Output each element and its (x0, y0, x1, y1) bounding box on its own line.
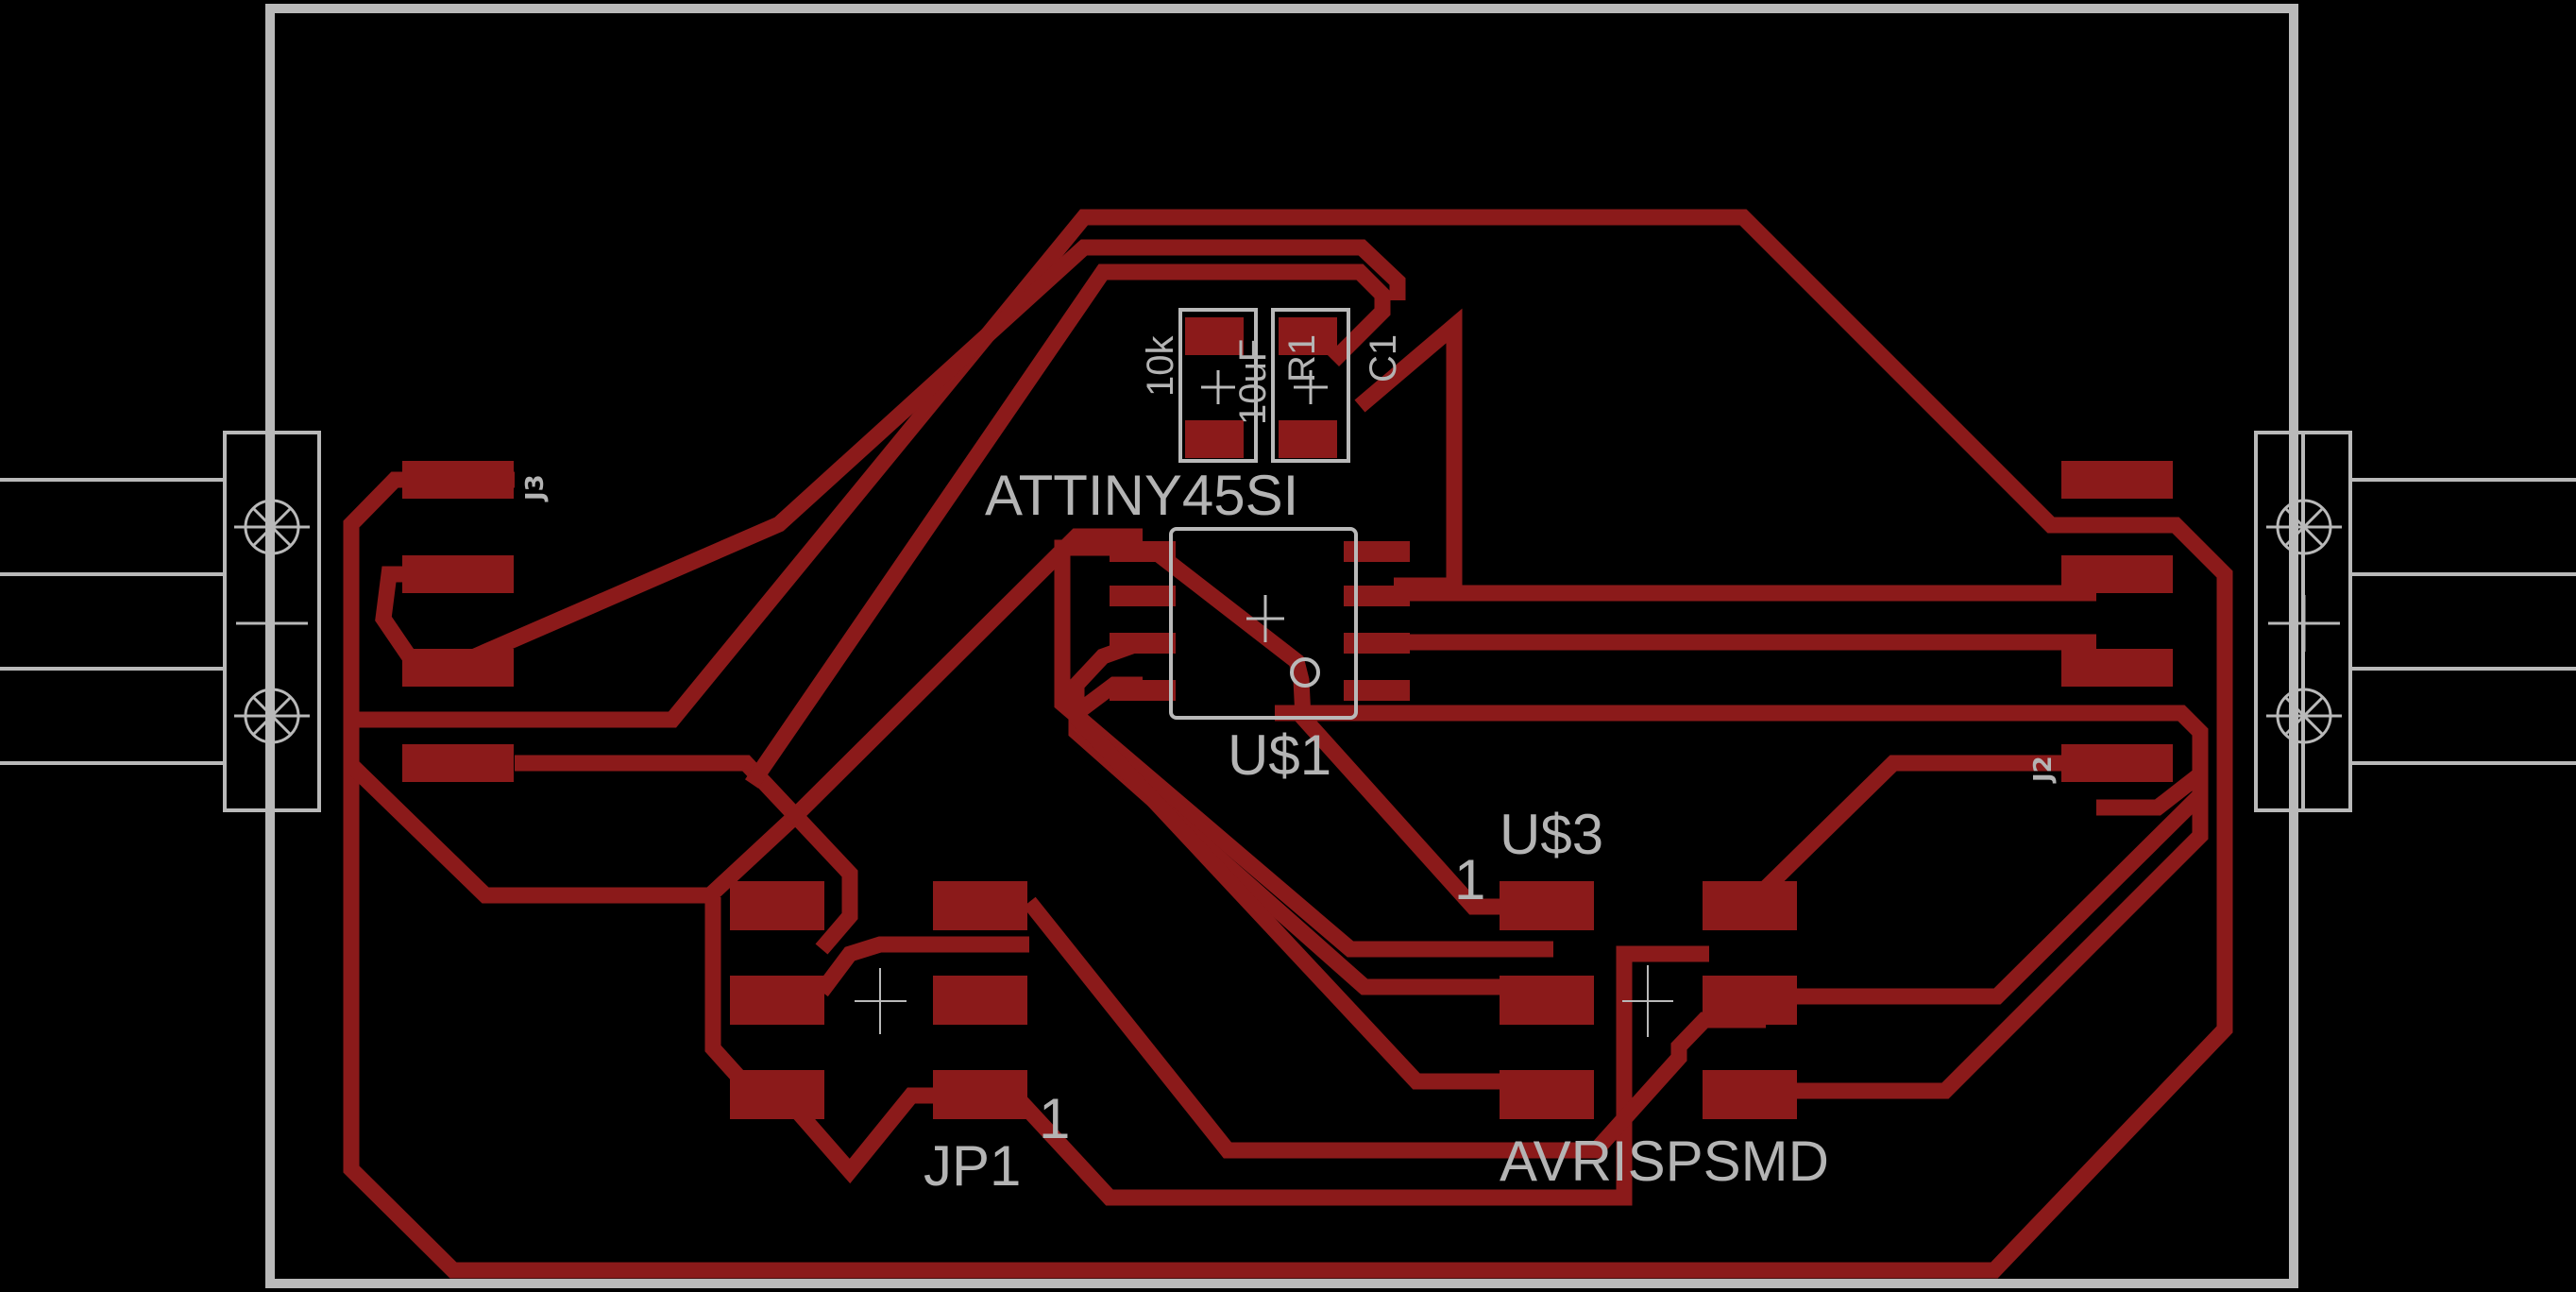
trace-j3-pad4 (515, 755, 858, 955)
trace-u1-inner-diag (1144, 541, 1553, 915)
u1-body (1169, 527, 1358, 720)
trace-u3-pad4 (1747, 789, 2206, 1005)
c1-pad-top (1279, 317, 1337, 355)
trace-j3-pad1 (343, 471, 1143, 904)
u3-name-label: U$3 (1500, 803, 1603, 866)
j3-pad-4 (402, 744, 514, 782)
trace-c1-right (1354, 308, 1463, 594)
u3-pad-6 (1703, 1070, 1797, 1119)
u1-pin-6 (1344, 633, 1410, 654)
copper-traces (343, 209, 2233, 1279)
u3-pad-4 (1703, 976, 1797, 1025)
u3-pad-5 (1500, 1070, 1594, 1119)
silkscreen (0, 4, 2576, 1288)
jp1-pad-1 (730, 881, 824, 930)
trace-j3-pad2 (375, 239, 1406, 674)
j2-pad-4 (2061, 744, 2173, 782)
u1-pin-1 (1110, 541, 1176, 562)
jp1-pad-3 (730, 976, 824, 1025)
jp1-pad-5 (730, 1070, 824, 1119)
j3-pad-1 (402, 461, 514, 499)
r1-name-label: R1 (1281, 334, 1323, 382)
j3-pad-2 (402, 555, 514, 593)
u1-pin-4 (1110, 680, 1176, 701)
trace-jp1-left (815, 936, 1029, 997)
jp1-pad-4 (933, 976, 1027, 1025)
right-hole-top (2266, 499, 2342, 555)
j2-pad-2 (2061, 555, 2173, 593)
u1-pin-3 (1110, 633, 1176, 654)
trace-u1-pin1 (1054, 539, 1553, 958)
j2-name-label: J2 (2029, 756, 2058, 784)
u1-name-label: U$1 (1228, 723, 1331, 787)
r1-pad-bottom (1185, 420, 1244, 458)
c1-outline (1271, 308, 1350, 463)
trace-u1-pin7-j2 (1275, 705, 2209, 816)
j3-name-label: J3 (521, 474, 550, 502)
jp1-pin1-label: 1 (1039, 1087, 1070, 1150)
u1-pin-5 (1344, 680, 1410, 701)
j2-pad-3 (2061, 649, 2173, 687)
c1-name-label: C1 (1363, 334, 1404, 382)
trace-u3-pad6 (1747, 767, 2209, 1099)
j2-pad-1 (2061, 461, 2173, 499)
jp1-pad-6 (933, 1070, 1027, 1119)
u1-pin-2 (1110, 586, 1176, 606)
c1-pad-bottom (1279, 420, 1337, 458)
r1-value-label: 10k (1140, 335, 1181, 397)
u1-pin-7 (1344, 586, 1410, 606)
u3-pad-1 (1500, 881, 1594, 930)
u1-value-label: ATTINY45SI (985, 464, 1298, 527)
labels: 10k 10uF R1 C1 ATTINY45SI U$1 U$3 1 AVRI… (521, 334, 2058, 1198)
r1-outline (1178, 308, 1258, 463)
copper-pads (402, 317, 2173, 1119)
jp1-name-label: JP1 (924, 1134, 1021, 1198)
j3-pad-3 (402, 649, 514, 687)
trace-u1-pin3 (1068, 634, 1553, 1090)
left-hole-top (234, 499, 310, 555)
u3-value-label: AVRISPSMD (1500, 1130, 1829, 1193)
jp1-pad-2 (933, 881, 1027, 930)
u1-pin-8 (1344, 541, 1410, 562)
c1-value-label: 10uF (1232, 339, 1274, 425)
u3-pad-2 (1703, 881, 1797, 930)
u1-pin1-marker (1290, 657, 1320, 688)
trace-diag-top (744, 264, 1391, 789)
u3-pad-3 (1500, 976, 1594, 1025)
r1-pad-top (1185, 317, 1244, 355)
right-hole-bottom (2266, 688, 2342, 744)
u3-pin1-label: 1 (1454, 848, 1485, 911)
left-hole-bottom (234, 688, 310, 744)
